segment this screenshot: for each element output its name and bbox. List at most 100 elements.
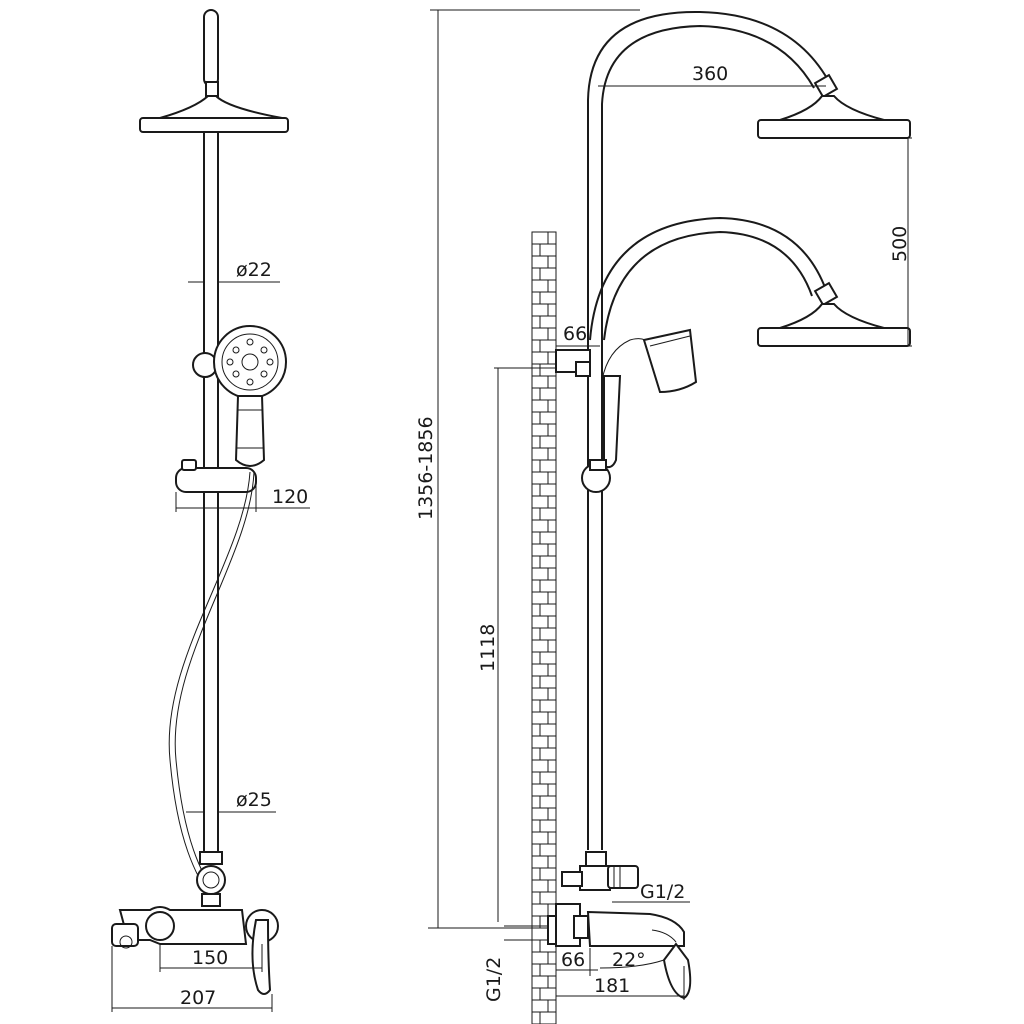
wall-brick	[531, 651, 557, 665]
wall-brick	[531, 351, 557, 365]
front-hand-shower-head	[213, 325, 287, 399]
front-hand-shower-face	[221, 333, 279, 391]
wall-brick	[531, 279, 557, 293]
wall-brick	[531, 567, 557, 581]
dim-g12-left-label: G1/2	[483, 957, 505, 1002]
wall-brick	[531, 435, 557, 449]
side-lower-head-connector	[813, 281, 839, 307]
wall-brick	[531, 663, 557, 677]
wall-brick	[531, 243, 557, 257]
wall-brick	[531, 531, 557, 545]
side-lower-head-dome	[779, 303, 885, 329]
side-lower-head-plate	[757, 327, 911, 347]
dim-g12-right-label: G1/2	[640, 881, 685, 903]
side-diverter-body	[579, 865, 611, 891]
wall-brick	[531, 687, 557, 701]
front-riser-top	[203, 9, 219, 87]
wall-brick	[531, 495, 557, 509]
wall-brick	[531, 999, 557, 1013]
wall-brick	[531, 603, 557, 617]
side-hand-shower-head	[642, 328, 698, 394]
wall-brick	[531, 303, 557, 317]
wall-brick	[531, 711, 557, 725]
wall-brick	[531, 387, 557, 401]
side-top-arc-inner	[601, 24, 815, 850]
wall-brick	[531, 447, 557, 461]
side-spout	[586, 910, 685, 947]
wall-brick	[531, 867, 557, 881]
front-diverter-top	[199, 851, 223, 865]
dim-66-top-label: 66	[563, 323, 587, 345]
wall-brick	[531, 951, 557, 965]
wall-brick	[531, 795, 557, 809]
wall-brick	[531, 723, 557, 737]
wall-brick	[531, 819, 557, 833]
dim-angle-label: 22°	[612, 949, 646, 971]
dim-207-label: 207	[180, 987, 216, 1009]
wall-brick	[531, 675, 557, 689]
wall-brick	[531, 759, 557, 773]
wall-brick	[531, 315, 557, 329]
wall-brick	[531, 363, 557, 377]
wall-brick	[531, 903, 557, 917]
wall-brick	[531, 339, 557, 353]
side-diverter-knob	[607, 865, 639, 889]
wall-brick	[531, 399, 557, 413]
wall-brick	[531, 831, 557, 845]
wall-brick	[531, 963, 557, 977]
front-slide-clamp-screw	[181, 459, 197, 471]
wall-brick	[531, 843, 557, 857]
front-diverter-body	[196, 865, 226, 895]
front-head-connector	[205, 81, 219, 97]
wall-brick	[531, 699, 557, 713]
wall-brick	[531, 879, 557, 893]
wall-bricks	[531, 231, 557, 1024]
dim-120-label: 120	[272, 486, 308, 508]
wall-brick	[531, 519, 557, 533]
wall-brick	[531, 375, 557, 389]
wall-brick	[531, 555, 557, 569]
side-top-head-plate	[757, 119, 911, 139]
front-shower-head-dome	[159, 95, 283, 119]
wall-brick	[531, 987, 557, 1001]
dim-1356-label: 1356-1856	[415, 416, 437, 520]
side-hand-shower-handle	[603, 375, 622, 469]
dim-181-label: 181	[594, 975, 630, 997]
wall-brick	[531, 543, 557, 557]
side-top-arc-outer	[587, 10, 829, 850]
dim-360-label: 360	[692, 63, 728, 85]
wall-brick	[531, 639, 557, 653]
front-slide-clamp	[175, 467, 257, 493]
wall-brick	[531, 507, 557, 521]
wall-brick	[531, 975, 557, 989]
wall-brick	[531, 291, 557, 305]
front-view: ø22 120 ø25	[111, 9, 310, 1012]
side-top-head-dome	[779, 95, 885, 121]
wall-brick	[531, 423, 557, 437]
dim-angle-arc	[599, 959, 665, 969]
wall-brick	[531, 615, 557, 629]
wall-brick	[531, 735, 557, 749]
wall-brick	[531, 771, 557, 785]
front-hose-outer	[168, 471, 251, 901]
wall-brick	[531, 231, 557, 245]
wall-brick	[531, 855, 557, 869]
front-wall-flange-left	[145, 911, 175, 941]
wall-brick	[531, 267, 557, 281]
side-lower-arc-inner	[603, 230, 813, 341]
wall-brick	[531, 411, 557, 425]
side-diverter-cap	[561, 871, 583, 887]
wall-brick	[531, 579, 557, 593]
wall-brick	[531, 471, 557, 485]
wall-brick	[531, 1011, 557, 1024]
front-hand-shower-handle	[234, 395, 266, 467]
dim-1118-label: 1118	[477, 624, 499, 672]
dim-500-label: 500	[889, 226, 911, 262]
front-shower-head-plate	[139, 117, 289, 133]
side-lower-arc-outer	[589, 216, 827, 341]
side-lever	[662, 942, 692, 1000]
dim-d22-label: ø22	[236, 259, 272, 281]
wall-brick	[531, 591, 557, 605]
front-spout-outlet	[111, 923, 139, 947]
